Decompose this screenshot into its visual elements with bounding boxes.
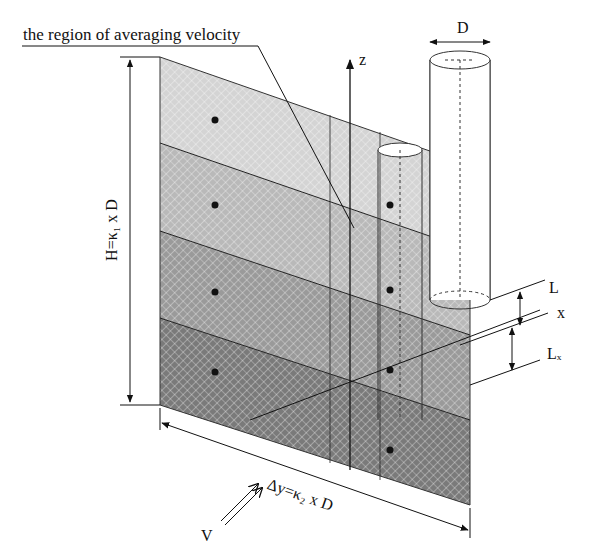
leader-line [22, 46, 354, 228]
axis-label: z [358, 52, 367, 68]
z-axis [349, 60, 350, 470]
dimension-line [160, 408, 470, 538]
dimension-label: L [548, 280, 560, 296]
region-label: the region of averaging velocity [22, 26, 241, 43]
dimension-line [430, 42, 490, 43]
dimension-label: H=κ₁ x D [104, 198, 120, 262]
dimension-line [460, 280, 548, 385]
velocity-label: V [200, 528, 214, 544]
flow-arrow [221, 484, 262, 525]
dimension-label: Δy=κ₂ x D [264, 476, 336, 514]
axis-label: x [556, 305, 566, 321]
cylinder [430, 51, 490, 309]
cylinder [378, 143, 422, 420]
measurement-dots [212, 117, 394, 454]
dimension-line [120, 57, 160, 405]
x-axis [250, 310, 540, 420]
dimension-label: Lₓ [546, 346, 562, 362]
dimension-label: D [456, 20, 470, 36]
averaging-plane [160, 57, 470, 505]
